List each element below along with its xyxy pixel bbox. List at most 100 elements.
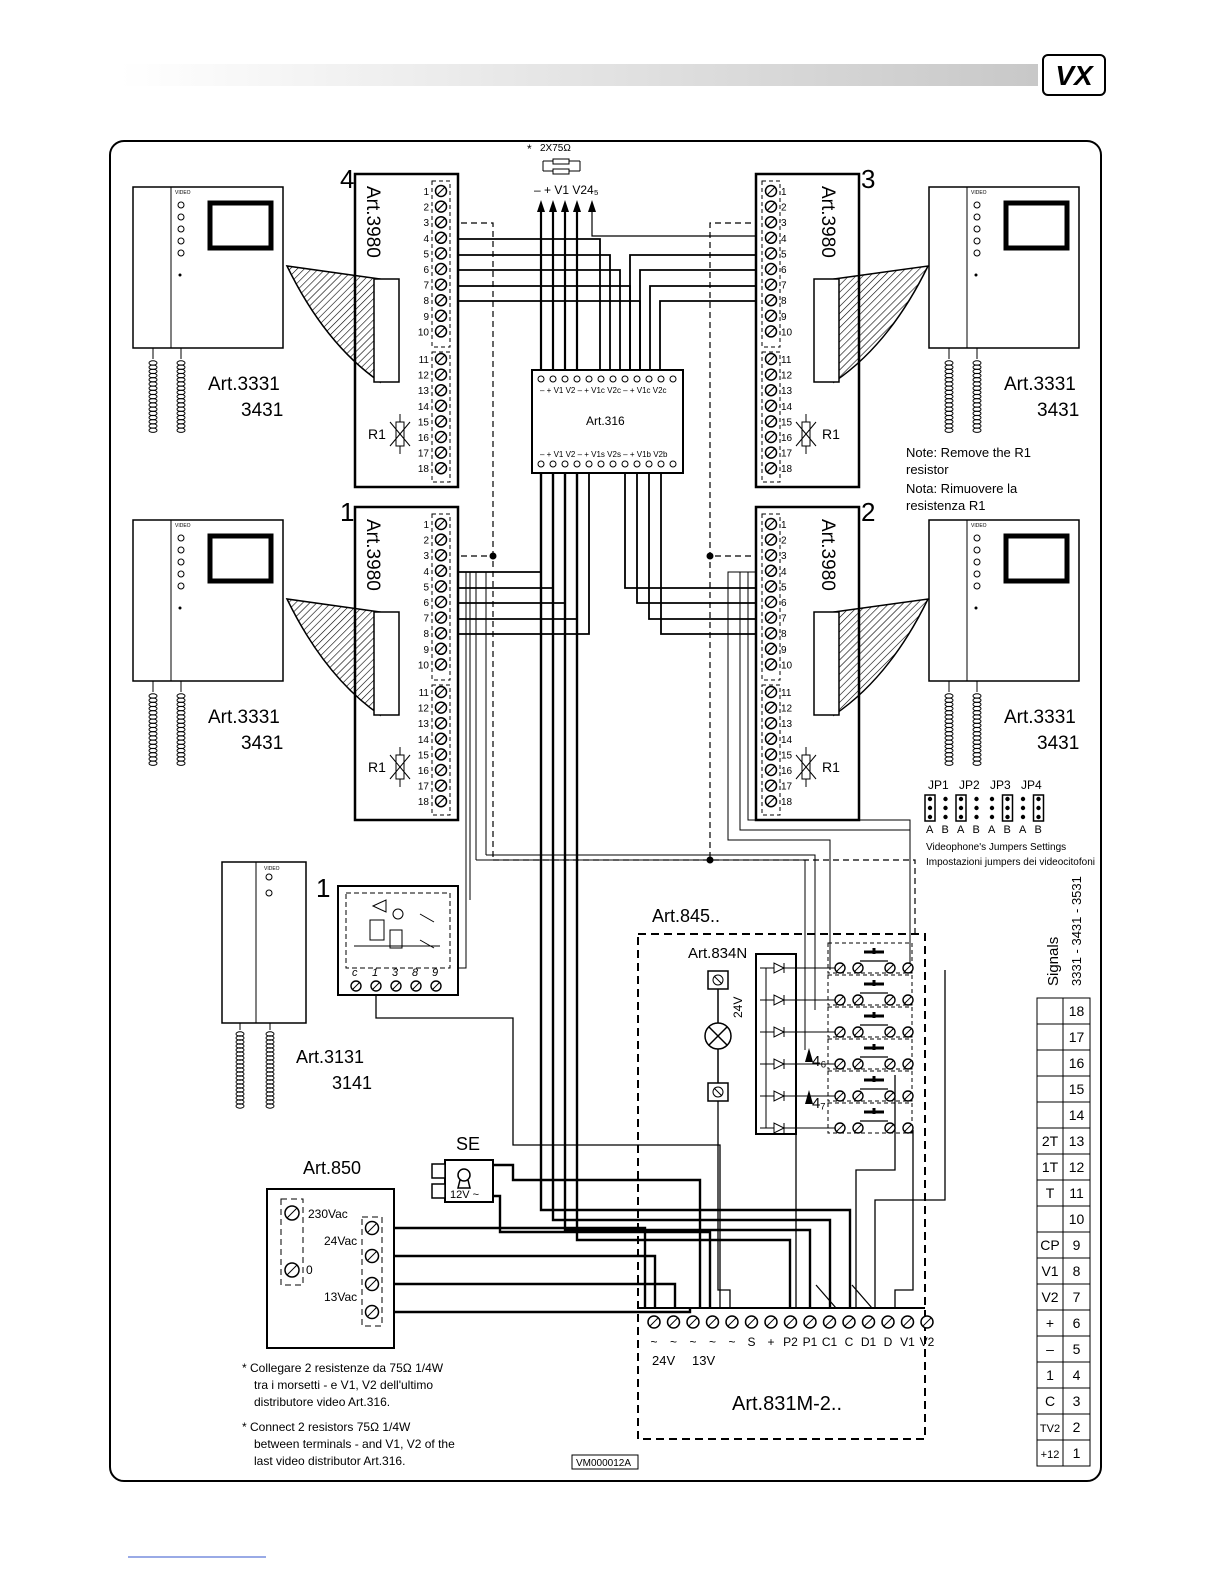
art831-terminal-label: C1 [822, 1335, 838, 1349]
wire [894, 1130, 914, 1308]
art3980-label: Art.3980 [817, 186, 838, 258]
art845-label: Art.845.. [652, 906, 720, 926]
monitor-label-2: 3431 [241, 400, 283, 421]
monitor-button [973, 582, 981, 590]
screw-slot [766, 566, 776, 576]
signal-cell [1036, 997, 1064, 1025]
art316-pin [669, 375, 677, 383]
terminal-number: 16 [781, 433, 793, 444]
diode [773, 1026, 786, 1038]
signal-number: 14 [1069, 1107, 1085, 1123]
intercom-pin-label: 1 [372, 967, 378, 979]
art831-terminal-label: + [767, 1335, 774, 1349]
terminal-number: 11 [419, 688, 430, 699]
cord-coil [972, 427, 982, 433]
art316-pin [657, 375, 665, 383]
monitor-dot [178, 273, 182, 277]
art316-pin [537, 460, 545, 468]
screw-slot [436, 519, 446, 529]
jumper-label: JP3 [990, 778, 1011, 792]
terminal-number: 9 [423, 312, 429, 323]
terminal-number: 15 [781, 750, 793, 761]
terminal-number: 1 [781, 520, 787, 531]
screw-slot [766, 687, 776, 697]
art316-distributor: – + V1 V2 – + V1c V2c – + V1c V2c – + V1… [531, 369, 684, 474]
wire [563, 473, 812, 1308]
monitor-button [177, 582, 185, 590]
monitor-screen [1003, 533, 1070, 584]
signal-cell [1036, 1127, 1064, 1155]
monitor-button [177, 546, 185, 554]
signals-models: 3331 - 3431 - 3531 [1069, 876, 1084, 986]
monitor-bracket [373, 278, 400, 383]
diode [773, 1122, 786, 1134]
screw-slot [436, 566, 446, 576]
intercom-label-2: 3141 [332, 1073, 372, 1093]
note-en-line2: resistor [906, 462, 949, 477]
terminal-number: 3 [781, 551, 787, 562]
terminal-strip-frame [761, 351, 781, 483]
diode [773, 1090, 786, 1102]
art831-label: Art.831M-2.. [732, 1393, 842, 1415]
art316-pin [597, 460, 605, 468]
jumper-caption-it: Impostazioni jumpers dei videocitofoni [926, 857, 1095, 868]
button-frame [827, 1038, 913, 1070]
terminal-number: 6 [423, 265, 429, 276]
terminal-number: 8 [781, 629, 787, 640]
screw-slot [766, 416, 776, 426]
wire [441, 285, 631, 370]
screw-slot [836, 1028, 844, 1036]
jumper-cap [1001, 794, 1014, 822]
jumper-pin [989, 814, 995, 820]
signal-cell [1036, 1153, 1064, 1181]
diode [773, 962, 786, 974]
screw-slot [886, 1028, 894, 1036]
wire [382, 1226, 647, 1308]
wire [639, 269, 771, 370]
terminal-number: 12 [418, 371, 430, 382]
brand-logo: VX [1042, 54, 1106, 96]
footnote-it-1: * Collegare 2 resistenze da 75Ω 1/4W [242, 1361, 444, 1375]
signal-name: CP [1040, 1237, 1059, 1253]
terminating-resistors: * 2X75Ω – + V1 V24₅ [527, 142, 599, 197]
screw-slot [886, 996, 894, 1004]
screw-slot [766, 703, 776, 713]
footnote-en-3: last video distributor Art.316. [254, 1454, 405, 1468]
screw-slot [392, 982, 400, 990]
intercom-pin-label: 9 [432, 967, 438, 979]
signal-number-cell [1062, 1361, 1091, 1389]
intercom-pin-label: 3 [392, 967, 399, 979]
jumper-ab-label: B [1035, 824, 1042, 836]
screw-slot [436, 217, 446, 227]
button-frame [827, 1070, 913, 1102]
art831-terminal-label: ~ [689, 1335, 696, 1349]
monitor-label-2: 3431 [241, 733, 283, 754]
terminal-number: 13 [781, 719, 793, 730]
button-frame [827, 942, 913, 974]
wire-arrow [561, 200, 569, 212]
jumper-pin [943, 814, 948, 820]
hatched-cable [833, 598, 930, 717]
screw-slot [436, 765, 446, 775]
terminal-number: 12 [781, 704, 793, 715]
wire [815, 1284, 837, 1309]
resistor-mark: * [527, 142, 532, 156]
signal-number-cell [1062, 1413, 1091, 1441]
terminal-number: 16 [781, 766, 793, 777]
screw-slot [904, 1028, 912, 1036]
jumper-pin [1036, 796, 1041, 802]
screw-slot [766, 385, 776, 395]
screw-slot [854, 996, 862, 1004]
wire [629, 254, 771, 370]
terminal-number: 10 [418, 327, 430, 338]
screw-slot [854, 1092, 862, 1100]
terminal-number: 7 [423, 614, 429, 625]
screw-slot [727, 1317, 737, 1327]
footnote-it-3: distributore video Art.316. [254, 1395, 390, 1409]
screw-slot [766, 432, 776, 442]
screw-slot [766, 401, 776, 411]
